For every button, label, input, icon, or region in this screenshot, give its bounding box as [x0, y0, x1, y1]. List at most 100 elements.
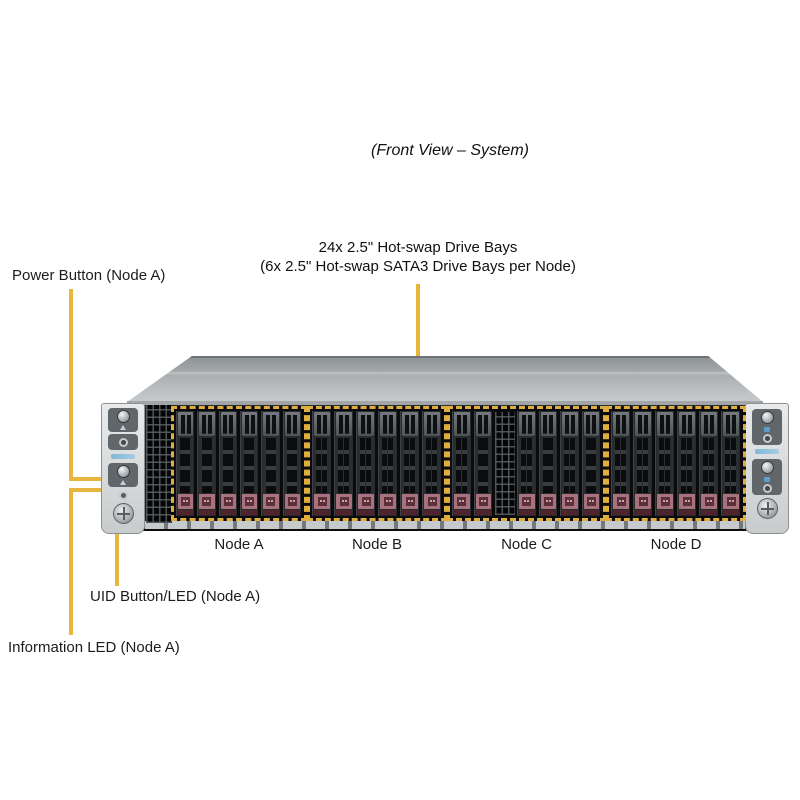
drive-vent-slots	[701, 438, 717, 493]
drive-release-tab	[679, 510, 695, 515]
page-title: (Front View – System)	[371, 142, 529, 159]
drive-vent-slots	[583, 438, 599, 493]
uid-ring-icon	[762, 483, 772, 493]
drive-tray	[538, 411, 558, 516]
drive-handle	[583, 412, 599, 436]
drive-tray	[581, 411, 601, 516]
information-led-callout-line-h	[69, 488, 119, 492]
latch-emblem-icon	[405, 497, 415, 506]
drive-release-tab	[402, 510, 418, 515]
node-c-drive-bay-group	[447, 406, 606, 521]
drive-vent-slots	[613, 438, 629, 493]
node-b-drive-bay-group	[307, 406, 447, 521]
drive-tray	[655, 411, 675, 516]
drive-tray	[473, 411, 493, 516]
power-button-icon	[760, 461, 774, 475]
drive-handle	[380, 412, 396, 436]
drive-release-tab	[178, 510, 194, 515]
drive-latch	[336, 494, 352, 509]
power-button-icon	[116, 410, 130, 423]
latch-emblem-icon	[223, 497, 233, 506]
right-thumbscrew-icon	[756, 498, 778, 519]
supermicro-logo	[755, 449, 779, 454]
drive-vent-slots	[220, 438, 236, 493]
drive-release-tab	[314, 510, 330, 515]
latch-emblem-icon	[616, 497, 626, 506]
drive-tray	[721, 411, 741, 516]
drive-tray	[400, 411, 420, 516]
drive-vent-slots	[263, 438, 279, 493]
drive-vent-slots	[475, 438, 491, 493]
drive-latch	[220, 494, 236, 509]
latch-emblem-icon	[361, 497, 371, 506]
drive-latch	[402, 494, 418, 509]
uid-button-callout-line	[115, 502, 119, 586]
drive-vent-slots	[336, 438, 352, 493]
node-label-d: Node D	[650, 536, 702, 553]
uid-ring-icon	[118, 437, 128, 447]
drive-latch	[380, 494, 396, 509]
drive-release-tab	[199, 510, 215, 515]
drive-release-tab	[358, 510, 374, 515]
node-label-a: Node A	[214, 536, 264, 553]
drive-bays-callout: 24x 2.5" Hot-swap Drive Bays (6x 2.5" Ho…	[218, 238, 618, 276]
latch-emblem-icon	[565, 497, 575, 506]
drive-vent-slots	[540, 438, 556, 493]
drive-vent-slots	[657, 438, 673, 493]
drive-vent-slots	[199, 438, 215, 493]
left-rack-ear	[101, 403, 145, 534]
latch-emblem-icon	[660, 497, 670, 506]
drive-vent-slots	[519, 438, 535, 493]
status-led-icon	[764, 476, 770, 482]
drive-handle	[284, 412, 300, 436]
drive-release-tab	[562, 510, 578, 515]
drive-latch	[583, 494, 599, 509]
upper-uid-cluster-left	[108, 434, 138, 450]
drive-release-tab	[723, 510, 739, 515]
drive-vent-slots	[679, 438, 695, 493]
drive-tray	[356, 411, 376, 516]
latch-emblem-icon	[543, 497, 553, 506]
drive-latch	[723, 494, 739, 509]
power-button-icon	[760, 411, 774, 425]
drive-handle	[424, 412, 440, 436]
drive-vent-slots	[424, 438, 440, 493]
latch-emblem-icon	[383, 497, 393, 506]
drive-vent-slots	[723, 438, 739, 493]
drive-tray	[677, 411, 697, 516]
drive-handle	[635, 412, 651, 436]
drive-latch	[263, 494, 279, 509]
drive-bays-callout-line2: (6x 2.5" Hot-swap SATA3 Drive Bays per N…	[260, 258, 576, 275]
latch-emblem-icon	[317, 497, 327, 506]
lower-control-cluster-right	[752, 459, 782, 495]
drive-vent-slots	[402, 438, 418, 493]
drive-bays-callout-line1: 24x 2.5" Hot-swap Drive Bays	[318, 239, 518, 256]
drive-release-tab	[657, 510, 673, 515]
node-label-b: Node B	[351, 536, 403, 553]
drive-latch	[657, 494, 673, 509]
led-triangle-icon	[120, 425, 126, 430]
node-label-c: Node C	[501, 536, 552, 553]
drive-latch	[701, 494, 717, 509]
chassis-top-lid	[127, 356, 763, 402]
drive-tray	[261, 411, 281, 516]
node-a-drive-bay-group	[171, 406, 307, 521]
latch-emblem-icon	[638, 497, 648, 506]
drive-release-tab	[583, 510, 599, 515]
drive-release-tab	[220, 510, 236, 515]
latch-emblem-icon	[522, 497, 532, 506]
latch-emblem-icon	[704, 497, 714, 506]
drive-tray	[517, 411, 537, 516]
drive-latch	[540, 494, 556, 509]
drive-tray	[197, 411, 217, 516]
power-button-label: Power Button (Node A)	[12, 267, 166, 284]
drive-latch	[635, 494, 651, 509]
drive-release-tab	[701, 510, 717, 515]
latch-emblem-icon	[586, 497, 596, 506]
drive-handle	[402, 412, 418, 436]
right-rack-ear	[745, 403, 789, 534]
drive-latch	[562, 494, 578, 509]
drive-handle	[263, 412, 279, 436]
drive-handle	[475, 412, 491, 436]
drive-release-tab	[475, 510, 491, 515]
